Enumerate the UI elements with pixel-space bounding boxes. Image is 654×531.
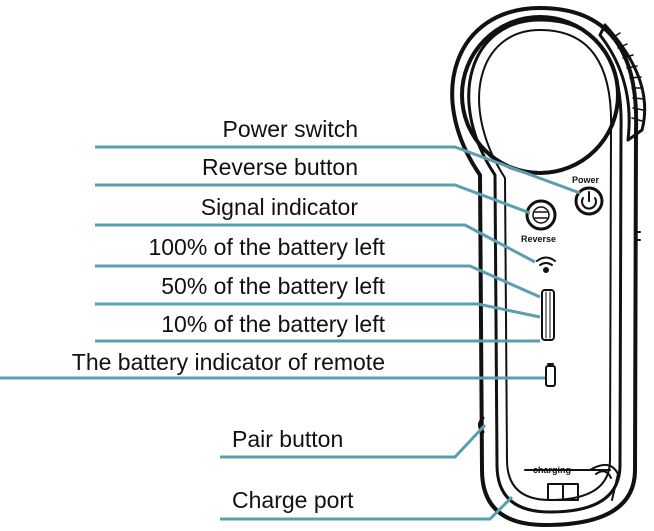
label-signal-indicator: Signal indicator — [201, 194, 359, 220]
leader-lines — [0, 145, 581, 521]
label-battery-50: 50% of the battery left — [161, 273, 385, 299]
leader-charge-port — [220, 495, 514, 521]
label-power-switch: Power switch — [223, 116, 358, 142]
leader-reverse-button — [95, 183, 531, 215]
face-panel — [478, 29, 613, 501]
power-button-shape[interactable] — [574, 186, 604, 216]
leader-pair-button — [220, 423, 487, 459]
leader-battery-100 — [95, 264, 541, 299]
signal-icon — [536, 256, 556, 273]
leader-power-switch — [95, 145, 581, 195]
reverse-button-shape[interactable] — [525, 199, 557, 231]
label-battery-10: 10% of the battery left — [161, 311, 385, 337]
battery-level-bar — [541, 289, 555, 341]
leader-signal-indicator — [95, 223, 536, 264]
display-circle — [460, 15, 620, 175]
pair-button-shape[interactable] — [478, 416, 485, 434]
charging-device-label: charging — [533, 465, 571, 475]
label-reverse-button: Reverse button — [202, 154, 358, 180]
label-pair-button: Pair button — [232, 426, 343, 452]
outer-shell — [450, 6, 639, 527]
remote-battery-icon — [545, 365, 556, 387]
label-battery-100: 100% of the battery left — [148, 234, 385, 260]
reverse-device-label: Reverse — [521, 234, 556, 244]
leader-battery-50 — [95, 302, 541, 319]
remote-device — [450, 6, 647, 527]
label-remote-battery: The battery indicator of remote — [72, 349, 385, 375]
inner-rim — [467, 18, 623, 514]
power-device-label: Power — [572, 175, 600, 185]
label-charge-port: Charge port — [232, 487, 354, 513]
